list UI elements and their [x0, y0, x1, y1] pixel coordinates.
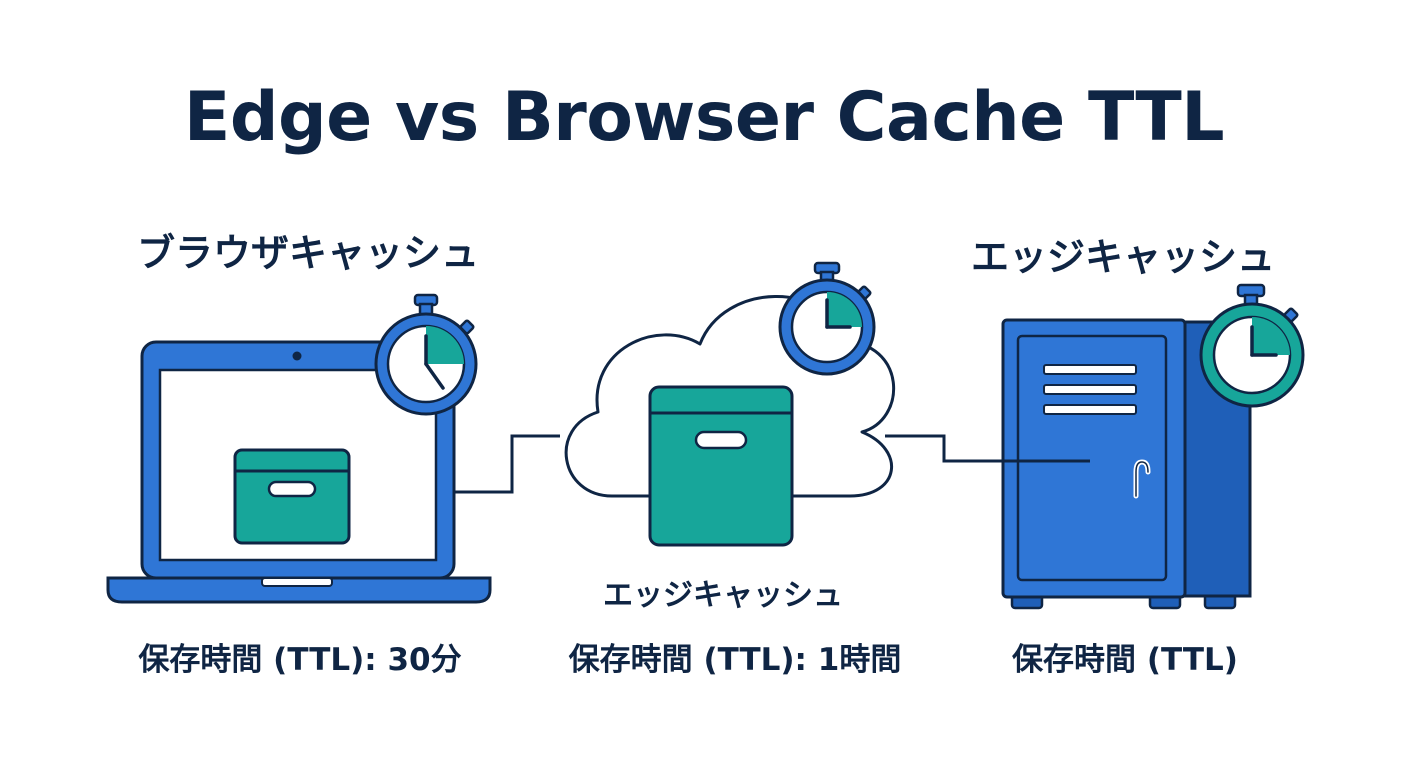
edge-cache-box-icon — [648, 385, 794, 547]
page-title: Edge vs Browser Cache TTL — [183, 78, 1225, 157]
browser-cache-box-icon — [233, 448, 351, 545]
server-cache-heading: エッジキャッシュ — [970, 235, 1275, 279]
server-stopwatch-icon — [1199, 283, 1305, 408]
server-ttl-label: 保存時間 (TTL) — [1012, 642, 1238, 678]
browser-cache-heading: ブラウザキャッシュ — [136, 231, 479, 275]
browser-ttl-label: 保存時間 (TTL): 30分 — [138, 642, 462, 678]
browser-stopwatch-icon — [374, 293, 478, 416]
edge-ttl-label: 保存時間 (TTL): 1時間 — [568, 642, 902, 678]
edge-cache-label: エッジキャッシュ — [603, 578, 843, 613]
edge-stopwatch-icon — [778, 261, 876, 376]
